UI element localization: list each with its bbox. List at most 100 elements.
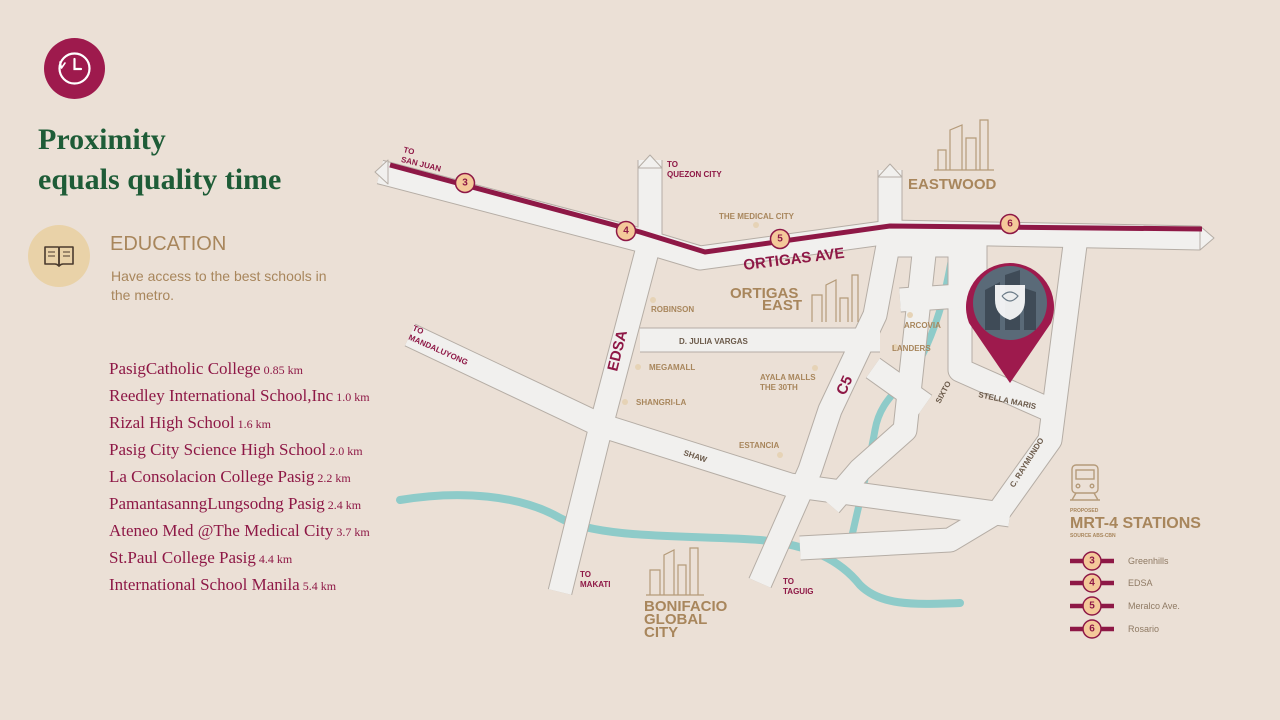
legend-proposed: PROPOSED — [1070, 508, 1099, 514]
section-title-education: EDUCATION — [110, 233, 227, 255]
dest-san-juan-to: TO — [403, 145, 416, 156]
mrt4-line — [389, 162, 1203, 255]
road-arrowheads — [374, 154, 1215, 251]
school-name: PasigCatholic College — [109, 359, 261, 378]
district-bgc: BONIFACIO GLOBAL CITY — [644, 598, 732, 641]
district-bgc-line2: GLOBAL — [644, 611, 707, 628]
school-distance: 1.6 km — [237, 417, 271, 431]
landmark-estancia: ESTANCIA — [739, 441, 780, 450]
station-marker-3-label: 3 — [462, 178, 468, 189]
district-ortigas-east-line2: EAST — [762, 297, 802, 314]
dest-quezon-city-to: TO — [667, 160, 678, 169]
landmark-ayala-malls-line1: AYALA MALLS — [760, 373, 816, 382]
dest-makati: TO MAKATI — [580, 570, 611, 589]
landmark-ayala-malls: AYALA MALLS THE 30TH — [760, 373, 818, 392]
station-marker-4: 4 — [615, 220, 637, 242]
road-sixto: SIXTO — [934, 380, 953, 405]
landmark-medical-city: THE MEDICAL CITY — [719, 212, 795, 221]
book-icon — [28, 225, 90, 287]
dest-quezon-city-name: QUEZON CITY — [667, 170, 722, 179]
legend-station-number: 5 — [1089, 601, 1095, 612]
page-title-line2: equals quality time — [38, 163, 282, 196]
landmark-landers: LANDERS — [892, 344, 931, 353]
school-distance: 3.7 km — [336, 525, 370, 539]
school-distance: 2.2 km — [317, 471, 351, 485]
dest-makati-to: TO — [580, 570, 591, 579]
district-bgc-line3: CITY — [644, 624, 678, 641]
page-title: Proximity equals quality time — [38, 120, 281, 200]
landmark-megamall: MEGAMALL — [649, 363, 695, 372]
landmark-ayala-malls-line2: THE 30TH — [760, 383, 798, 392]
school-name: Ateneo Med @The Medical City — [109, 521, 334, 540]
legend-station-name: Rosario — [1128, 624, 1159, 634]
legend-station-name: Greenhills — [1128, 556, 1169, 566]
station-marker-6-label: 6 — [1007, 219, 1013, 230]
bgc-skyline-icon — [646, 547, 704, 596]
map-labels: TO SAN JUAN TO QUEZON CITY TO MANDALUYON… — [400, 145, 1046, 641]
station-marker-4-label: 4 — [623, 226, 629, 237]
landmark-shangrila: SHANGRI-LA — [636, 398, 686, 407]
page-title-line1: Proximity — [38, 123, 166, 156]
school-name: PamantasanngLungsodng Pasig — [109, 494, 325, 513]
dest-mandaluyong-to: TO — [411, 324, 425, 337]
legend: PROPOSED MRT-4 STATIONS SOURCE ABS-CBN 3… — [1070, 464, 1201, 639]
school-name: St.Paul College Pasig — [109, 548, 256, 567]
school-name: Reedley International School,Inc — [109, 386, 334, 405]
landmark-arcovia: ARCOVIA — [904, 321, 941, 330]
clock-icon — [44, 38, 105, 99]
dest-quezon-city: TO QUEZON CITY — [667, 160, 722, 179]
section-description: Have access to the best schools in the m… — [111, 268, 327, 303]
district-skylines — [646, 119, 994, 596]
road-c5: C5 — [833, 373, 856, 397]
station-marker-5: 5 — [769, 228, 791, 250]
eastwood-skyline-icon — [934, 119, 994, 171]
station-marker-5-label: 5 — [777, 234, 783, 245]
train-icon — [1070, 464, 1100, 501]
district-eastwood: EASTWOOD — [908, 176, 996, 193]
school-name: La Consolacion College Pasig — [109, 467, 315, 486]
school-name: International School Manila — [109, 575, 300, 594]
legend-row-meralco: 5 Meralco Ave. — [1070, 596, 1180, 616]
legend-station-name: EDSA — [1128, 578, 1153, 588]
landmark-dots — [622, 222, 913, 458]
dest-makati-name: MAKATI — [580, 580, 611, 589]
legend-row-rosario: 6 Rosario — [1070, 619, 1159, 639]
property-location-pin — [966, 263, 1055, 383]
legend-row-edsa: 4 EDSA — [1070, 573, 1153, 593]
school-distance: 2.0 km — [329, 444, 363, 458]
legend-source: SOURCE ABS-CBN — [1070, 533, 1116, 539]
station-marker-3: 3 — [454, 172, 476, 194]
legend-station-number: 6 — [1089, 624, 1095, 635]
school-distance: 1.0 km — [336, 390, 370, 404]
dest-taguig-name: TAGUIG — [783, 587, 814, 596]
ortigas-east-skyline-icon — [811, 274, 859, 322]
school-distance: 4.4 km — [258, 552, 293, 566]
legend-station-number: 3 — [1089, 556, 1095, 567]
road-network — [374, 154, 1215, 595]
station-markers: 3 4 5 6 — [454, 172, 1021, 250]
station-marker-6: 6 — [999, 213, 1021, 235]
school-distance: 2.4 km — [327, 498, 362, 512]
legend-title: MRT-4 STATIONS — [1070, 515, 1201, 532]
school-distance: 5.4 km — [302, 579, 337, 593]
district-ortigas-east: ORTIGAS EAST — [730, 285, 803, 314]
landmark-robinson: ROBINSON — [651, 305, 694, 314]
school-distance: 0.85 km — [263, 363, 303, 377]
legend-row-greenhills: 3 Greenhills — [1070, 551, 1169, 571]
dest-taguig: TO TAGUIG — [783, 577, 814, 596]
district-ortigas-east-line1: ORTIGAS — [730, 285, 798, 302]
legend-station-number: 4 — [1089, 578, 1095, 589]
dest-taguig-to: TO — [783, 577, 794, 586]
road-julia-vargas: D. JULIA VARGAS — [679, 337, 749, 346]
